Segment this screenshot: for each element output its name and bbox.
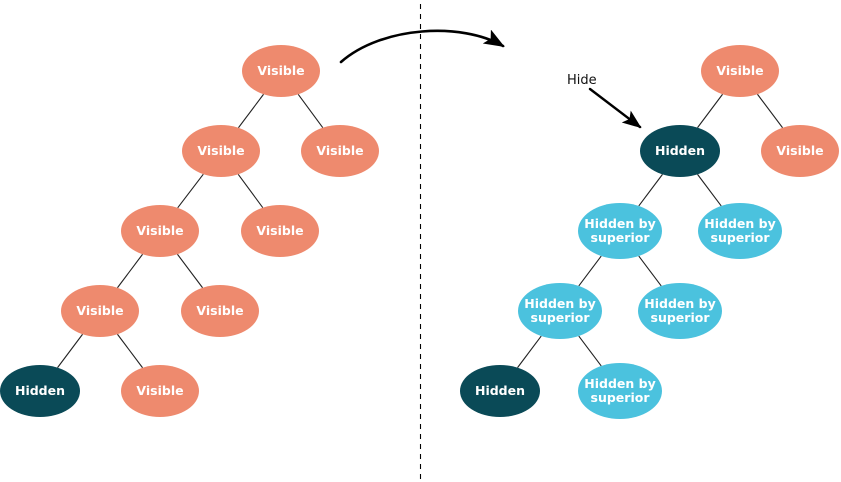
tree-node-label: Visible (776, 143, 824, 158)
tree-node-hidden[interactable]: Hidden (0, 365, 80, 417)
tree-edge (238, 93, 264, 129)
tree-node-visible[interactable]: Visible (301, 125, 379, 177)
tree-node-label: Hidden by superior (704, 216, 776, 245)
tree-edge (117, 333, 143, 369)
tree-node-visible[interactable]: Visible (701, 45, 779, 97)
tree-node-visible[interactable]: Visible (121, 205, 199, 257)
tree-node-visible[interactable]: Visible (181, 285, 259, 337)
transition-curved-arrow-icon (339, 29, 505, 64)
tree-node-label: Hidden by superior (524, 296, 596, 325)
tree-node-label: Visible (136, 223, 184, 238)
tree-edge (177, 253, 203, 289)
tree-node-label: Hidden (654, 143, 706, 158)
tree-node-visible[interactable]: Visible (241, 205, 319, 257)
tree-node-label: Visible (136, 383, 184, 398)
tree-node-hidden-by-superior[interactable]: Hidden by superior (578, 203, 662, 259)
tree-node-visible[interactable]: Visible (182, 125, 260, 177)
tree-edge (237, 174, 264, 208)
tree-node-label: Hidden (14, 383, 66, 398)
tree-node-hidden-by-superior[interactable]: Hidden by superior (518, 283, 602, 339)
tree-node-label: Visible (716, 63, 764, 78)
tree-node-visible[interactable]: Visible (61, 285, 139, 337)
tree-node-label: Hidden by superior (644, 296, 716, 325)
tree-node-label: Hidden (474, 383, 526, 398)
tree-edge (117, 253, 143, 289)
tree-node-label: Visible (316, 143, 364, 158)
tree-node-label: Visible (257, 63, 305, 78)
tree-edge (757, 93, 783, 129)
tree-node-label: Visible (76, 303, 124, 318)
tree-node-hidden[interactable]: Hidden (640, 125, 720, 177)
tree-node-visible[interactable]: Visible (761, 125, 839, 177)
tree-edge (177, 173, 204, 209)
tree-node-label: Hidden by superior (584, 216, 656, 245)
tree-node-label: Visible (196, 303, 244, 318)
tree-edge (517, 335, 542, 368)
tree-edge (697, 93, 723, 128)
tree-node-hidden-by-superior[interactable]: Hidden by superior (638, 283, 722, 339)
tree-node-visible[interactable]: Visible (121, 365, 199, 417)
hide-annotation-label: Hide (567, 73, 597, 88)
tree-node-label: Visible (256, 223, 304, 238)
tree-node-visible[interactable]: Visible (242, 45, 320, 97)
tree-edge (638, 174, 663, 207)
tree-node-label: Hidden by superior (584, 376, 656, 405)
tree-edge (638, 255, 662, 287)
tree-edge (697, 174, 722, 207)
tree-edge (578, 255, 602, 287)
tree-node-label: Visible (197, 143, 245, 158)
tree-node-hidden-by-superior[interactable]: Hidden by superior (698, 203, 782, 259)
tree-node-hidden[interactable]: Hidden (460, 365, 540, 417)
tree-edge (297, 94, 324, 128)
tree-node-hidden-by-superior[interactable]: Hidden by superior (578, 363, 662, 419)
hide-pointer-arrow-icon (588, 87, 642, 129)
tree-edge (578, 335, 602, 367)
tree-edge (57, 333, 83, 368)
